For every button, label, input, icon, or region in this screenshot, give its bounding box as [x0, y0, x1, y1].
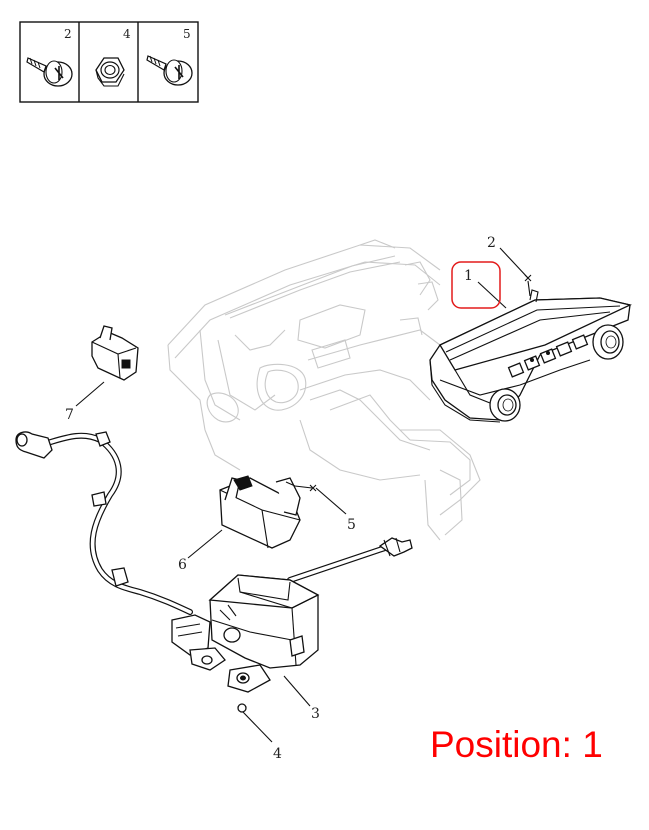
- panel-buttons: [507, 334, 589, 378]
- climate-control-panel: [429, 289, 632, 423]
- callout-6: 6: [178, 557, 187, 573]
- callout-1: 1: [464, 268, 473, 284]
- module-part: [219, 475, 313, 549]
- screw-icon: [26, 57, 73, 87]
- wire-harness: [15, 431, 413, 615]
- connector-part: [91, 325, 139, 381]
- callout-5: 5: [347, 517, 356, 533]
- position-label: Position: 1: [430, 724, 603, 765]
- main-unit-part: [171, 574, 320, 693]
- temperature-knob-right: [592, 324, 624, 360]
- hardware-box: 2 4 5: [19, 21, 199, 103]
- callout-7: 7: [65, 407, 74, 423]
- callout-labels: 1 2 3 4 5 6 7: [65, 235, 496, 762]
- highlight-frame: [451, 261, 501, 309]
- box-number-5: 5: [183, 27, 191, 41]
- callout-2: 2: [487, 235, 496, 251]
- screw-icon: [146, 55, 193, 86]
- temperature-knob-left: [489, 388, 521, 422]
- leader-lines: [75, 247, 532, 743]
- callout-3: 3: [311, 706, 320, 722]
- callout-4: 4: [273, 746, 282, 762]
- dashboard-ghost: [167, 239, 481, 541]
- box-number-2: 2: [64, 27, 72, 41]
- nut-part: [237, 703, 247, 713]
- nut-icon: [95, 57, 125, 87]
- box-number-4: 4: [123, 27, 131, 41]
